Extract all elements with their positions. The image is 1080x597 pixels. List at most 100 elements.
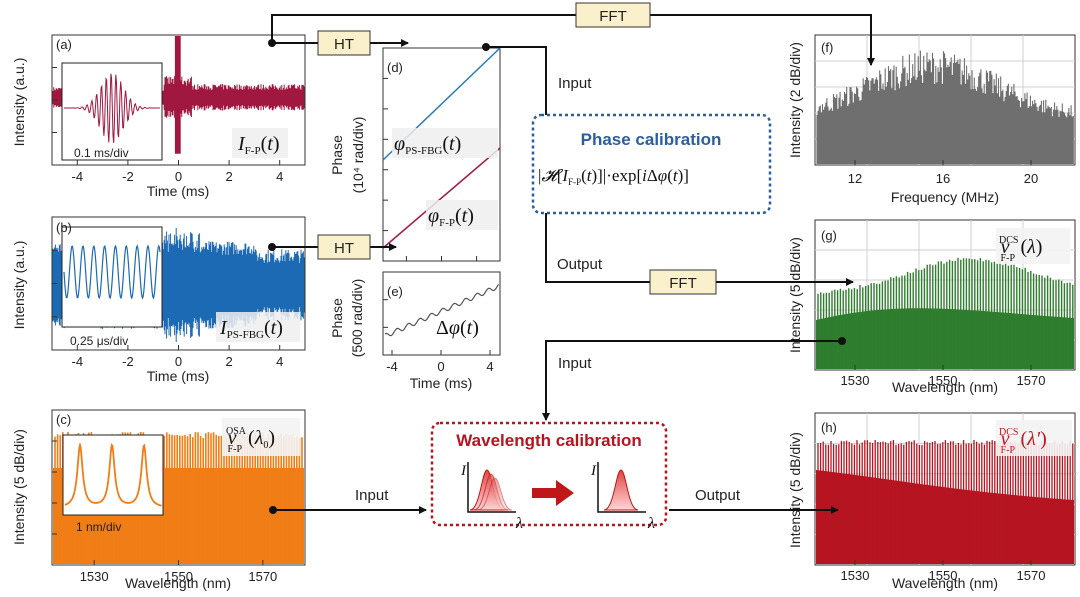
phase-calibration-formula: |𝓗[IF-P(t)]|·exp[iΔφ(t)] [538,166,689,187]
panel-d-curve2-label-bg [426,200,498,230]
panel-d-curve-fp [382,147,501,249]
panel-a-xlabel: Time (ms) [147,183,209,199]
dot-b-output [268,243,276,251]
x-tick-label: 12 [848,171,862,186]
x-tick-label: 1530 [841,568,870,583]
phase-calibration-box: Phase calibration |𝓗[IF-P(t)]|·exp[iΔφ(t… [531,113,772,215]
panel-e-ylabel: Phase [329,298,345,338]
panel-g-signal-label-bg [996,228,1070,264]
box-fft-mid-bg [649,269,717,295]
panel-b-xlabel: Time (ms) [147,368,209,384]
dot-g-output [838,337,846,345]
before-plot-axes [467,462,516,513]
panel-b-label: (b) [56,220,72,235]
box-ht-a: HT [317,30,371,56]
box-ht-b: HT [317,234,371,260]
panel-c-label: (c) [56,412,71,427]
x-tick-label: 4 [486,359,493,374]
before-peak-3 [477,477,513,511]
panel-a-signal-label-bg [232,128,288,158]
x-tick-label: -4 [386,359,398,374]
x-tick-label: 1550 [929,373,958,388]
panel-d-ylabel: Phase [329,135,345,175]
x-tick-label: -4 [72,354,84,369]
after-peak [603,469,639,511]
x-tick-label: 1570 [1017,568,1046,583]
panel-a-inset-path [64,73,160,143]
x-tick-label: 16 [936,171,950,186]
panel-d-curve2-label: φF-P(t) [428,205,474,229]
panel-h-signal-label-bg [996,420,1072,456]
panel-e-label: (e) [387,284,403,299]
panel-f-ticks: 12 16 20 [848,160,1038,186]
label-output-wave: Output [695,487,741,504]
panel-d-label: (d) [387,60,403,75]
panel-c-inset-path [64,441,162,507]
panel-c-xlabel: Wavelength (nm) [125,575,231,591]
x-tick-label: 4 [276,354,283,369]
before-plot-axis-i: I [460,463,467,479]
dot-c-output [269,506,277,514]
panel-e-curve-label: Δφ(t) [436,317,479,339]
wavelength-calibration-after-plot: I λ [590,462,655,532]
x-tick-label: 20 [1024,171,1038,186]
panel-c-signal-label-bg [222,418,300,456]
panel-b-inset-label: 0.25 μs/div [70,334,128,348]
panel-h-ylabel: Intensity (5 dB/div) [787,432,803,548]
box-ht-b-label: HT [334,240,354,257]
x-tick-label: 1530 [80,569,109,584]
arrow-g-to-wavelength-calibration [542,340,842,421]
panel-h-label: (h) [821,420,837,435]
panel-g-fill [816,308,1074,369]
panel-f-label: (f) [821,40,833,55]
x-tick-label: 4 [276,169,283,184]
panel-a-inset-trace [64,73,160,143]
label-input-phase: Input [558,75,592,92]
panel-b-inset-trace [63,244,161,300]
panel-f-ylabel: Intensity (2 dB/div) [787,42,803,158]
panel-c-ylabel: Intensity (5 dB/div) [11,429,27,545]
box-fft-mid: FFT [649,269,717,295]
x-tick-label: -2 [122,169,134,184]
panel-a-ylabel: Intensity (a.u.) [11,58,27,147]
panel-e-xlabel: Time (ms) [410,375,472,391]
wavelength-calibration-title: Wavelength calibration [456,431,641,450]
dot-d-output [482,43,490,51]
box-fft-top: FFT [575,2,651,28]
panel-b-signal-label-bg [216,312,300,342]
panel-g-xlabel: Wavelength (nm) [892,379,998,395]
panel-g-ylabel: Intensity (5 dB/div) [787,237,803,353]
label-input-wave-left: Input [355,487,389,504]
panel-f-xlabel: Frequency (MHz) [891,189,999,205]
label-output-phase: Output [557,256,603,273]
after-plot-axis-lambda: λ [647,515,655,532]
panel-d-curve1-label-bg [392,128,498,158]
arrow-d-to-phase-calibration [486,46,550,124]
panel-a-label: (a) [56,37,72,52]
panel-e-curve [384,284,500,337]
x-tick-label: -2 [122,354,134,369]
x-tick-label: 1570 [1017,373,1046,388]
x-tick-label: 2 [225,354,232,369]
dot-a-output [268,39,276,47]
box-fft-top-label: FFT [599,8,627,25]
calibration-red-arrow [532,480,574,506]
panel-e-ylabel-unit: (500 rad/div) [349,279,365,358]
flow-arrows [271,14,875,514]
panel-g-label: (g) [821,228,837,243]
phase-calibration-title: Phase calibration [581,130,722,149]
phase-calibration-border [531,113,772,215]
x-tick-label: 1550 [164,569,193,584]
panel-h-comb-path [817,440,1074,564]
